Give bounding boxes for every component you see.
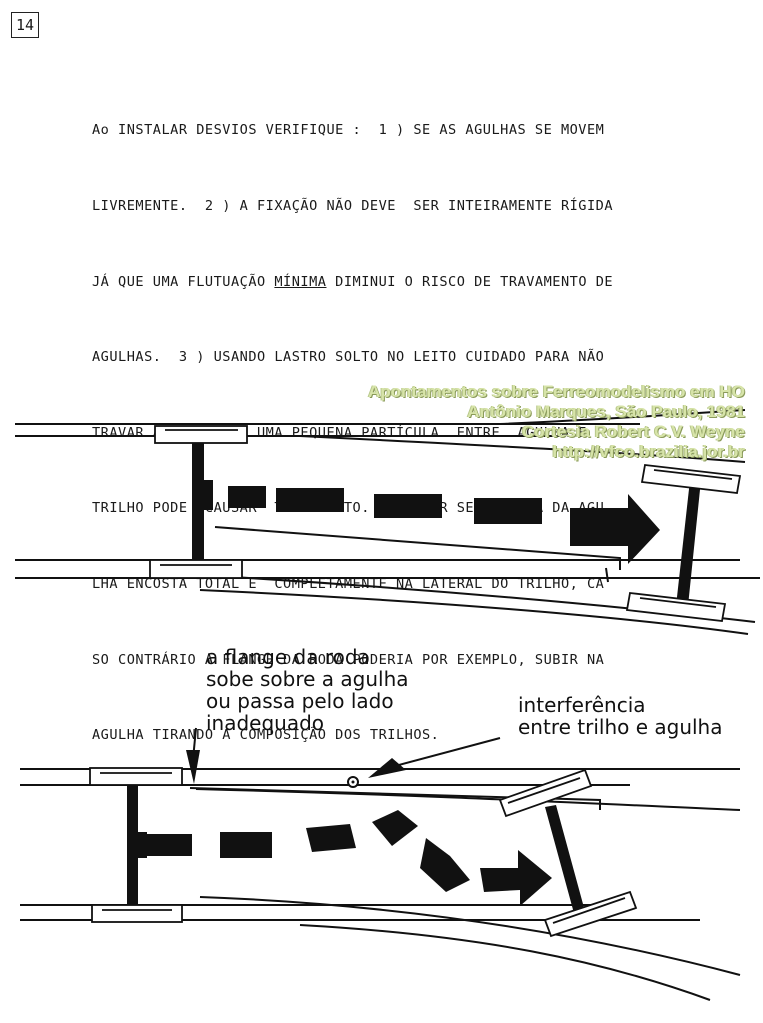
throw-bar bbox=[127, 782, 586, 917]
label-flange-line: sobe sobre a agulha bbox=[206, 667, 409, 691]
text-line: SO CONTRÁRIO A FLANGE DA RODA PODERIA PO… bbox=[92, 651, 605, 668]
text-line: LIVREMENTE. 2 ) A FIXAÇÃO NÃO DEVE SER I… bbox=[92, 198, 614, 215]
label-flange-line: inadequado bbox=[206, 711, 324, 735]
pointer-arrow-flange bbox=[186, 727, 200, 784]
underlined-word: MÍNIMA bbox=[274, 273, 327, 290]
rail-line bbox=[499, 409, 746, 425]
rail-ties bbox=[149, 425, 742, 622]
rail-line bbox=[199, 896, 741, 976]
dashed-arrow-deviating bbox=[146, 810, 552, 906]
text-line: Ao INSTALAR DESVIOS VERIFIQUE : 1 ) SE A… bbox=[92, 122, 605, 139]
watermark-line: Apontamentos sobre Ferreomodelismo em HO bbox=[368, 382, 745, 401]
text-line: AGULHA TIRANDO A COMPOSIÇÃO DOS TRILHOS. bbox=[92, 727, 440, 744]
text-segment: DIMINUI O RISCO DE TRAVAMENTO DE bbox=[326, 273, 614, 290]
label-interference-line: interferência bbox=[518, 693, 646, 717]
pointer-arrow-interference bbox=[368, 737, 501, 778]
label-flange-line: a flange da roda bbox=[206, 645, 370, 669]
text-line: LHA ENCOSTA TOTAL E COMPLETAMENTE NA LAT… bbox=[92, 576, 605, 593]
blade-tip bbox=[605, 567, 609, 583]
label-flange-line: ou passa pelo lado bbox=[206, 689, 394, 713]
throw-bar bbox=[192, 440, 701, 606]
rail-line bbox=[199, 589, 749, 635]
rail-line bbox=[299, 924, 711, 1001]
point-blade bbox=[214, 526, 621, 570]
point-blade bbox=[189, 787, 601, 810]
text-line: JÁ QUE UMA FLUTUAÇÃO MÍNIMA DIMINUI O RI… bbox=[92, 270, 702, 295]
watermark-line: Antônio Marques, São Paulo, 1981 bbox=[467, 402, 745, 421]
dashed-arrow bbox=[228, 486, 660, 564]
watermark-line: Cortesia Robert C.V. Weyne bbox=[522, 422, 745, 441]
text-line: AGULHAS. 3 ) USANDO LASTRO SOLTO NO LEIT… bbox=[92, 349, 605, 366]
watermark-line: http://vfco.brazilia.jor.br bbox=[552, 442, 745, 461]
rail-ties bbox=[89, 767, 638, 938]
rail-line bbox=[299, 435, 746, 463]
watermark: Apontamentos sobre Ferreomodelismo em HO… bbox=[368, 382, 745, 462]
label-interference-line: entre trilho e agulha bbox=[518, 715, 723, 739]
rail-line bbox=[195, 788, 741, 811]
text-segment: JÁ QUE UMA FLUTUAÇÃO bbox=[92, 273, 275, 290]
debris-particle bbox=[351, 780, 355, 784]
page-number: 14 bbox=[11, 12, 39, 38]
